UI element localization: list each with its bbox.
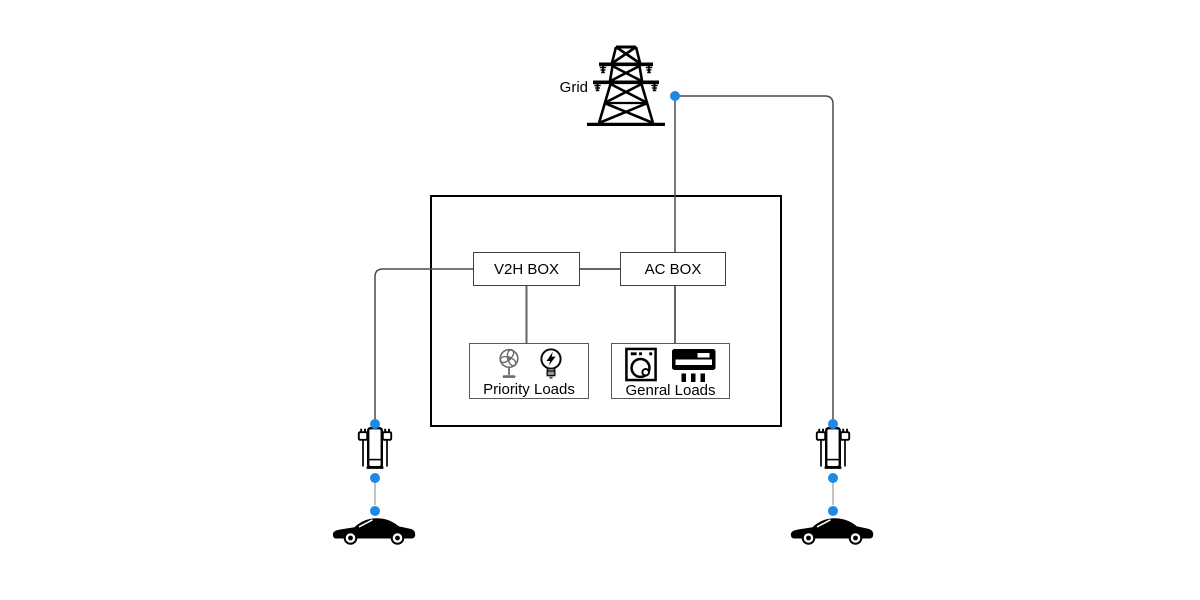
ev-charger-right-icon xyxy=(815,427,851,469)
car-left-icon xyxy=(332,518,416,545)
v2h-box: V2H BOX xyxy=(473,252,580,286)
charger-car-links xyxy=(374,483,834,505)
transmission-tower-icon xyxy=(587,45,665,126)
car-right-icon xyxy=(790,518,874,545)
washing-machine-icon xyxy=(625,347,657,382)
fan-icon xyxy=(498,348,519,378)
ev-charger-left-icon xyxy=(357,427,393,469)
v2h-box-label: V2H BOX xyxy=(493,260,560,278)
priority-loads-icons xyxy=(494,347,565,381)
ac-box-label: AC BOX xyxy=(644,260,702,278)
general-loads-label: Genral Loads xyxy=(625,382,716,399)
light-bulb-icon xyxy=(539,348,562,379)
grid-label: Grid xyxy=(559,79,588,96)
ac-box: AC BOX xyxy=(620,252,726,286)
priority-loads-label: Priority Loads xyxy=(483,381,575,398)
priority-loads-box: Priority Loads xyxy=(469,343,589,399)
general-loads-icons xyxy=(624,347,717,382)
air-conditioner-icon xyxy=(672,349,716,382)
general-loads-box: Genral Loads xyxy=(611,343,730,399)
